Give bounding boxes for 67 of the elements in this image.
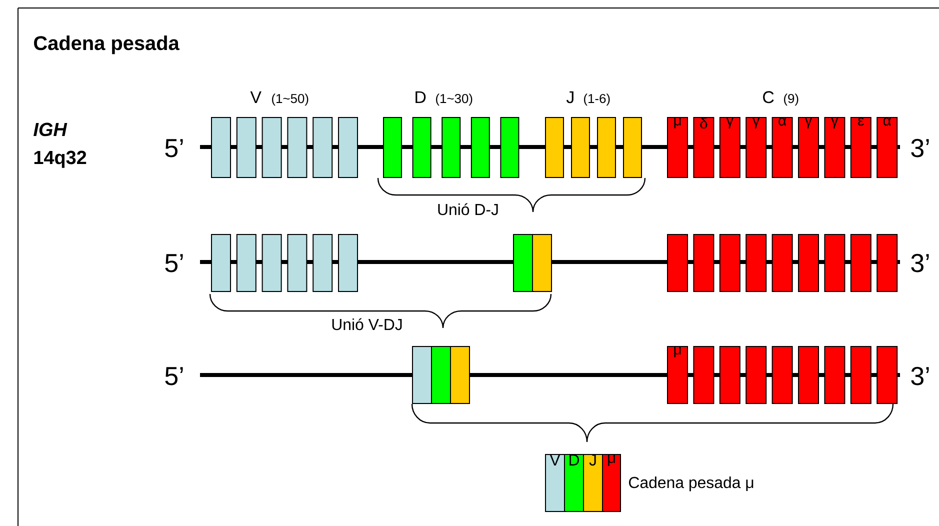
gene-segment: μ	[602, 454, 621, 512]
segment-label: D	[416, 91, 426, 103]
end-label: 5’	[165, 139, 183, 158]
gene-segment	[236, 117, 256, 178]
title: Cadena pesada	[34, 36, 180, 54]
gene-segment	[798, 346, 819, 404]
gene-segment: μ	[667, 117, 688, 178]
gene-segment	[798, 234, 819, 292]
segment-label: J	[566, 91, 574, 104]
gene-segment	[824, 346, 846, 404]
gene-segment	[876, 346, 898, 404]
end-label: 5’	[165, 254, 183, 272]
gene-segment	[383, 117, 402, 178]
gene-segment	[719, 346, 740, 404]
gene-segment	[287, 234, 308, 292]
gene-segment	[470, 117, 490, 178]
gene-segment	[850, 346, 872, 404]
gene-segment	[338, 234, 358, 292]
gene-segment	[876, 234, 898, 292]
gene-segment	[623, 117, 642, 178]
gene-segment	[262, 117, 282, 178]
gene-segment	[597, 117, 616, 178]
end-label: 3’	[911, 254, 929, 272]
segment-label: V	[250, 91, 262, 103]
gene-segment	[719, 234, 740, 292]
gene-segment	[431, 346, 451, 404]
gene-segment	[532, 234, 552, 292]
gene-segment	[338, 117, 358, 178]
gene-segment	[772, 346, 793, 404]
gene-segment	[693, 346, 714, 404]
gene-segment	[545, 117, 564, 178]
end-label: 5’	[165, 367, 183, 386]
brace-label: Unió V-DJ	[332, 318, 402, 330]
caption: Cadena pesada μ	[629, 476, 754, 492]
gene-segment	[442, 117, 461, 178]
gene-segment	[500, 117, 520, 178]
gene-segment	[824, 234, 846, 292]
gene-segment: μ	[667, 346, 688, 404]
brace-label: Unió D-J	[438, 203, 498, 216]
gene-segment	[667, 234, 688, 292]
gene-segment	[513, 234, 533, 292]
segment-count: (9)	[784, 94, 798, 106]
end-label: 3’	[911, 138, 929, 158]
gene-segment: V	[545, 454, 565, 512]
segment-count: (1~50)	[272, 94, 308, 106]
gene-segment	[746, 346, 767, 404]
gene-segment	[412, 117, 432, 178]
gene-segment	[236, 234, 256, 292]
gene-segment	[450, 346, 470, 404]
gene-segment	[746, 234, 767, 292]
gene-segment	[412, 346, 432, 404]
gene-segment	[262, 234, 282, 292]
gene-segment	[850, 234, 872, 292]
gene-segment	[287, 117, 308, 178]
end-label: 3’	[911, 366, 929, 386]
gene-segment	[312, 234, 333, 292]
gene-segment	[211, 234, 231, 292]
gene-segment	[772, 234, 793, 292]
segment-label: C	[763, 91, 774, 104]
gene-label: IGH	[34, 122, 68, 136]
locus-label: 14q32	[34, 150, 86, 168]
gene-segment	[312, 117, 333, 178]
segment-count: (1~30)	[436, 94, 472, 106]
gene-segment	[571, 117, 590, 178]
segment-count: (1-6)	[584, 94, 610, 106]
gene-segment	[693, 234, 714, 292]
gene-segment	[211, 117, 231, 178]
